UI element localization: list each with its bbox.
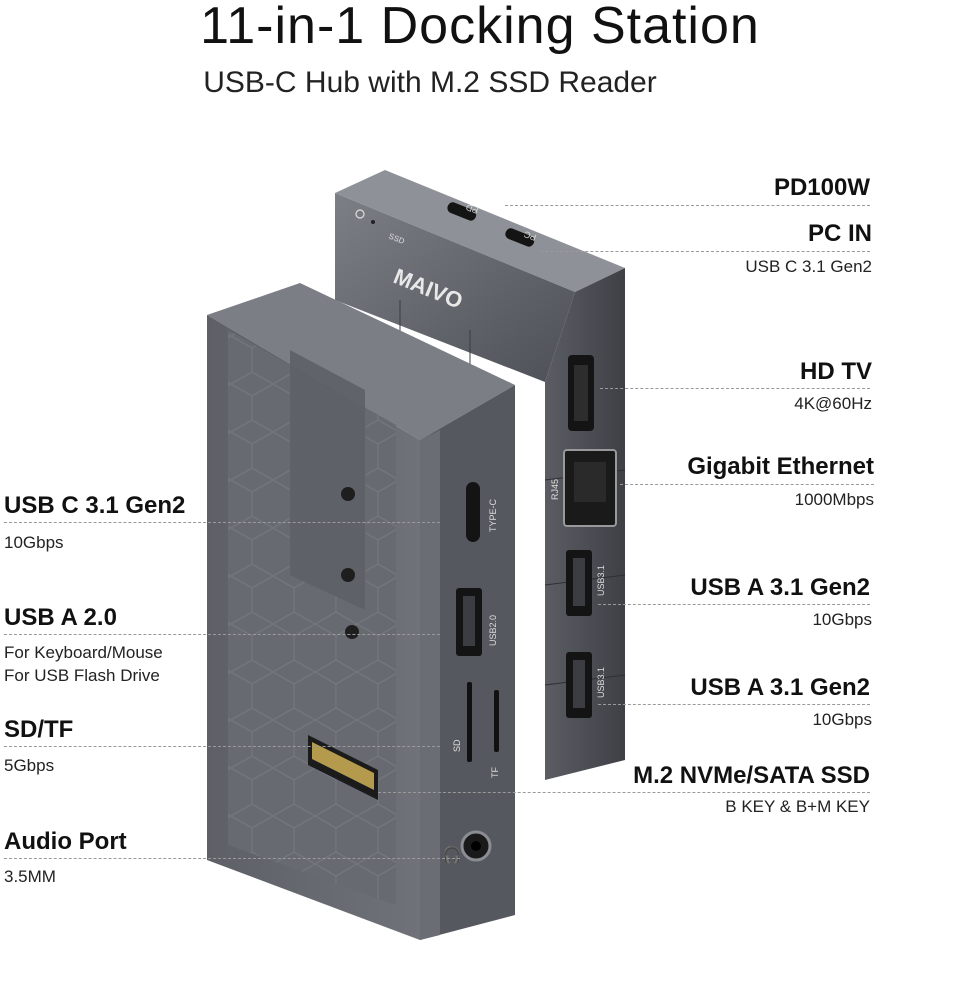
callout-usbc31-detail: 10Gbps xyxy=(4,533,64,552)
sd-slot-icon xyxy=(467,682,472,762)
headphone-icon: 🎧 xyxy=(442,845,462,864)
usb20-mark: USB2.0 xyxy=(488,615,498,646)
callout-usbc31: USB C 3.1 Gen2 xyxy=(4,492,186,519)
callout-ethernet: Gigabit Ethernet xyxy=(687,453,874,480)
pc-port-icon xyxy=(505,228,535,247)
leader-ethernet xyxy=(620,484,874,485)
rj45-mark: RJ45 xyxy=(550,479,560,500)
typec-port-icon xyxy=(466,482,480,542)
leader-pc-in xyxy=(540,251,870,252)
pd-port-icon xyxy=(447,202,477,221)
callout-pd100w: PD100W xyxy=(773,174,870,201)
callout-m2-ssd-detail: B KEY & B+M KEY xyxy=(725,797,870,816)
screw-post-1-icon xyxy=(341,487,355,501)
callout-sdtf-detail: 5Gbps xyxy=(4,756,55,775)
leader-hdtv xyxy=(600,388,870,389)
pc-mark: PC xyxy=(522,229,538,243)
callout-hdtv: HD TV xyxy=(800,358,872,385)
page-title: 11-in-1 Docking Station xyxy=(200,0,760,55)
callout-pc-in: PC IN xyxy=(807,220,872,247)
page-subtitle: USB-C Hub with M.2 SSD Reader xyxy=(203,66,657,99)
screw-post-3-icon xyxy=(345,625,359,639)
callout-usba31-2: USB A 3.1 Gen2 xyxy=(690,674,870,701)
hub-front-face xyxy=(335,193,575,382)
leader-usba31-1 xyxy=(598,604,870,605)
callout-audio: Audio Port xyxy=(4,828,127,855)
pd-mark: PD xyxy=(464,202,480,216)
callout-usba31-1-detail: 10Gbps xyxy=(812,610,872,629)
leader-sdtf xyxy=(4,746,440,747)
callout-usba31-1: USB A 3.1 Gen2 xyxy=(690,574,870,601)
usb31b-mark: USB3.1 xyxy=(596,667,606,698)
callout-usba20: USB A 2.0 xyxy=(4,604,117,631)
callout-audio-detail: 3.5MM xyxy=(4,867,56,886)
leader-audio xyxy=(4,858,460,859)
callout-m2-ssd: M.2 NVMe/SATA SSD xyxy=(633,762,870,789)
callout-pc-in-detail: USB C 3.1 Gen2 xyxy=(745,257,872,276)
leader-usba31-2 xyxy=(598,704,870,705)
callout-hdtv-detail: 4K@60Hz xyxy=(794,394,872,413)
ssd-enclosure-tray xyxy=(207,283,515,440)
callout-usba20-detail2: For USB Flash Drive xyxy=(4,666,160,685)
ssd-led-icon xyxy=(371,220,375,224)
leader-usba20 xyxy=(4,634,440,635)
leader-pd100w xyxy=(505,205,870,206)
usb31a-mark: USB3.1 xyxy=(596,565,606,596)
tf-slot-icon xyxy=(494,690,499,752)
hub-top-plate xyxy=(335,170,625,292)
tf-mark: TF xyxy=(490,767,500,778)
leader-m2-ssd xyxy=(378,792,870,793)
power-indicator-icon xyxy=(355,209,365,219)
sd-mark: SD xyxy=(452,739,462,752)
typec-mark: TYPE-C xyxy=(488,498,498,532)
leader-usbc31 xyxy=(4,522,440,523)
callout-usba20-detail: For Keyboard/Mouse xyxy=(4,643,163,662)
callout-usba31-2-detail: 10Gbps xyxy=(812,710,872,729)
callout-ethernet-detail: 1000Mbps xyxy=(794,490,874,509)
screw-post-2-icon xyxy=(341,568,355,582)
callout-sdtf: SD/TF xyxy=(4,716,74,743)
